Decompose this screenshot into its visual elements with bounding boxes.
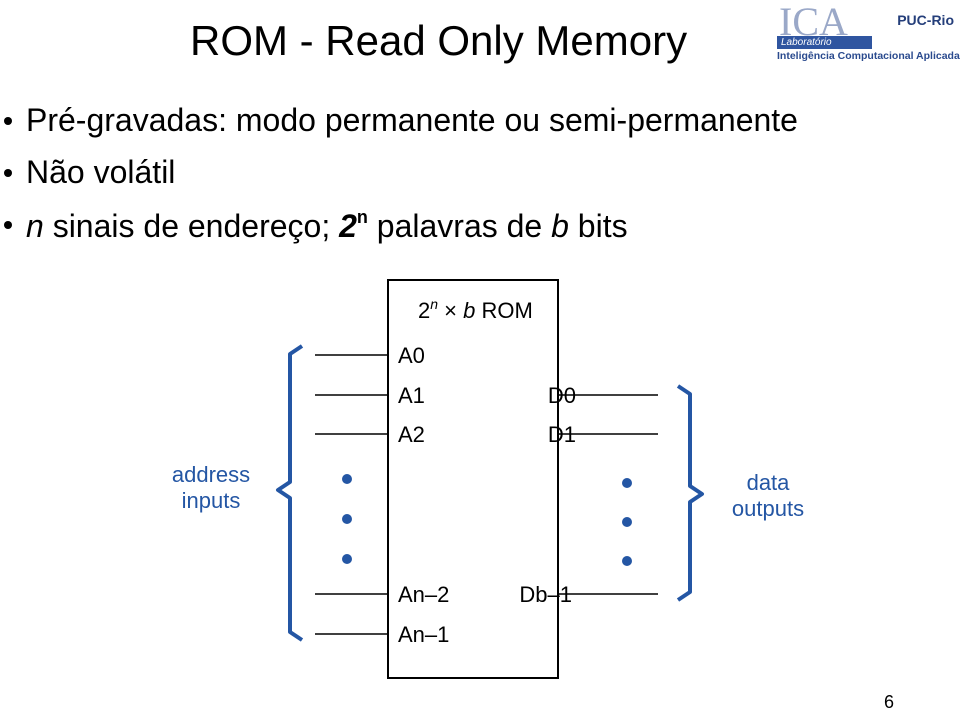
output-label: D1 bbox=[548, 422, 576, 447]
bullet-text: palavras de bbox=[367, 208, 552, 244]
power-expression: 2n bbox=[339, 208, 368, 244]
ica-puc-rio-logo: ICA PUC-Rio Laboratório Inteligência Com… bbox=[775, 2, 960, 70]
lab-subtitle: Inteligência Computacional Aplicada bbox=[777, 50, 960, 62]
input-label: A1 bbox=[398, 383, 425, 408]
address-lines bbox=[315, 354, 388, 635]
bullet-list: Pré-gravadas: modo permanente ou semi-pe… bbox=[0, 104, 798, 260]
bullet-item: n sinais de endereço; 2n palavras de b b… bbox=[0, 208, 798, 260]
bullet-text: Pré-gravadas: modo permanente ou semi-pe… bbox=[26, 102, 798, 138]
output-label: D0 bbox=[548, 383, 576, 408]
rom-box bbox=[387, 279, 559, 679]
data-brace bbox=[676, 384, 704, 602]
input-label: An–2 bbox=[398, 582, 449, 607]
address-label-line: address bbox=[172, 462, 250, 487]
power-base: 2 bbox=[339, 208, 357, 244]
bullet-text: Não volátil bbox=[26, 154, 176, 190]
bullet-item: Não volátil bbox=[0, 156, 798, 208]
ellipsis-dot bbox=[622, 517, 632, 527]
ellipsis-dots bbox=[342, 474, 632, 566]
output-label: Db–1 bbox=[519, 582, 572, 607]
bullet-b: b bbox=[551, 208, 569, 244]
lab-banner: Laboratório bbox=[777, 36, 872, 49]
ellipsis-dot bbox=[342, 474, 352, 484]
bullet-text: bits bbox=[568, 208, 628, 244]
address-brace bbox=[276, 344, 304, 642]
slide-title: ROM - Read Only Memory bbox=[190, 17, 688, 64]
address-label-line: inputs bbox=[182, 488, 241, 513]
ellipsis-dot bbox=[342, 554, 352, 564]
output-labels: D0 D1 Db–1 bbox=[519, 383, 576, 607]
puc-rio-label: PUC-Rio bbox=[897, 12, 954, 28]
data-lines bbox=[558, 394, 658, 595]
data-outputs-label: data outputs bbox=[732, 470, 804, 521]
input-label: A2 bbox=[398, 422, 425, 447]
bullet-item: Pré-gravadas: modo permanente ou semi-pe… bbox=[0, 104, 798, 156]
ellipsis-dot bbox=[622, 556, 632, 566]
ellipsis-dot bbox=[342, 514, 352, 524]
rom-diagram: 2n × b ROM A0 A1 A2 An–2 An–1 D0 D1 Db–1… bbox=[172, 279, 804, 679]
bullet-text: sinais de endereço; bbox=[43, 208, 340, 244]
rom-box-title: 2n × b ROM bbox=[418, 296, 533, 323]
input-label: A0 bbox=[398, 343, 425, 368]
data-label-line: outputs bbox=[732, 496, 804, 521]
power-exponent: n bbox=[356, 207, 368, 227]
address-inputs-label: address inputs bbox=[172, 462, 250, 513]
input-label: An–1 bbox=[398, 622, 449, 647]
bullet-n: n bbox=[26, 208, 44, 244]
ellipsis-dot bbox=[622, 478, 632, 488]
page-number: 6 bbox=[883, 692, 894, 712]
data-label-line: data bbox=[747, 470, 791, 495]
input-labels: A0 A1 A2 An–2 An–1 bbox=[398, 343, 449, 647]
